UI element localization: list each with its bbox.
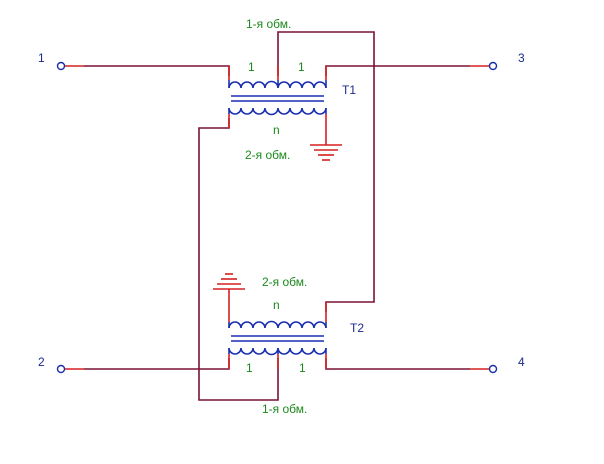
- transformer-t1: [228, 80, 342, 161]
- wire-port1-t1: [84, 65, 230, 76]
- terminal-port4[interactable]: [488, 364, 498, 374]
- t1-name: T1: [342, 83, 356, 97]
- wire-t1-port3: [325, 65, 470, 76]
- t1-turns-left: 1: [248, 60, 255, 74]
- t1-turns-secondary: n: [273, 123, 280, 137]
- t1-secondary-winding: [228, 107, 327, 116]
- t1-secondary-label: 2-я обм.: [245, 148, 290, 162]
- labels: 1 3 2 4 1-я обм. 1 1 n 2-я обм. T1 2-я о…: [38, 17, 525, 416]
- t1-primary-label: 1-я обм.: [246, 17, 291, 31]
- t2-turns-secondary: n: [273, 298, 280, 312]
- port-label-2: 2: [38, 355, 45, 369]
- terminals: [56, 61, 498, 374]
- t2-name: T2: [350, 321, 364, 335]
- t2-primary-label: 1-я обм.: [262, 402, 307, 416]
- wire-t2-port4: [325, 358, 470, 370]
- port-label-3: 3: [518, 51, 525, 65]
- t1-turns-right: 1: [298, 60, 305, 74]
- port-label-1: 1: [38, 51, 45, 65]
- terminal-port2[interactable]: [56, 364, 66, 374]
- interconnect-wires: [84, 31, 470, 401]
- t1-ground-symbol: [310, 128, 342, 161]
- port-label-4: 4: [518, 355, 525, 369]
- t2-turns-right: 1: [299, 361, 306, 375]
- t2-turns-left: 1: [246, 361, 253, 375]
- transformer-t2: [213, 273, 327, 356]
- t2-ground-symbol: [213, 273, 245, 308]
- terminal-leads: [64, 65, 490, 370]
- t2-secondary-winding: [228, 320, 327, 329]
- wire-port2-t2: [84, 358, 230, 370]
- terminal-port1[interactable]: [56, 61, 66, 71]
- terminal-port3[interactable]: [488, 61, 498, 71]
- t2-secondary-label: 2-я обм.: [262, 275, 307, 289]
